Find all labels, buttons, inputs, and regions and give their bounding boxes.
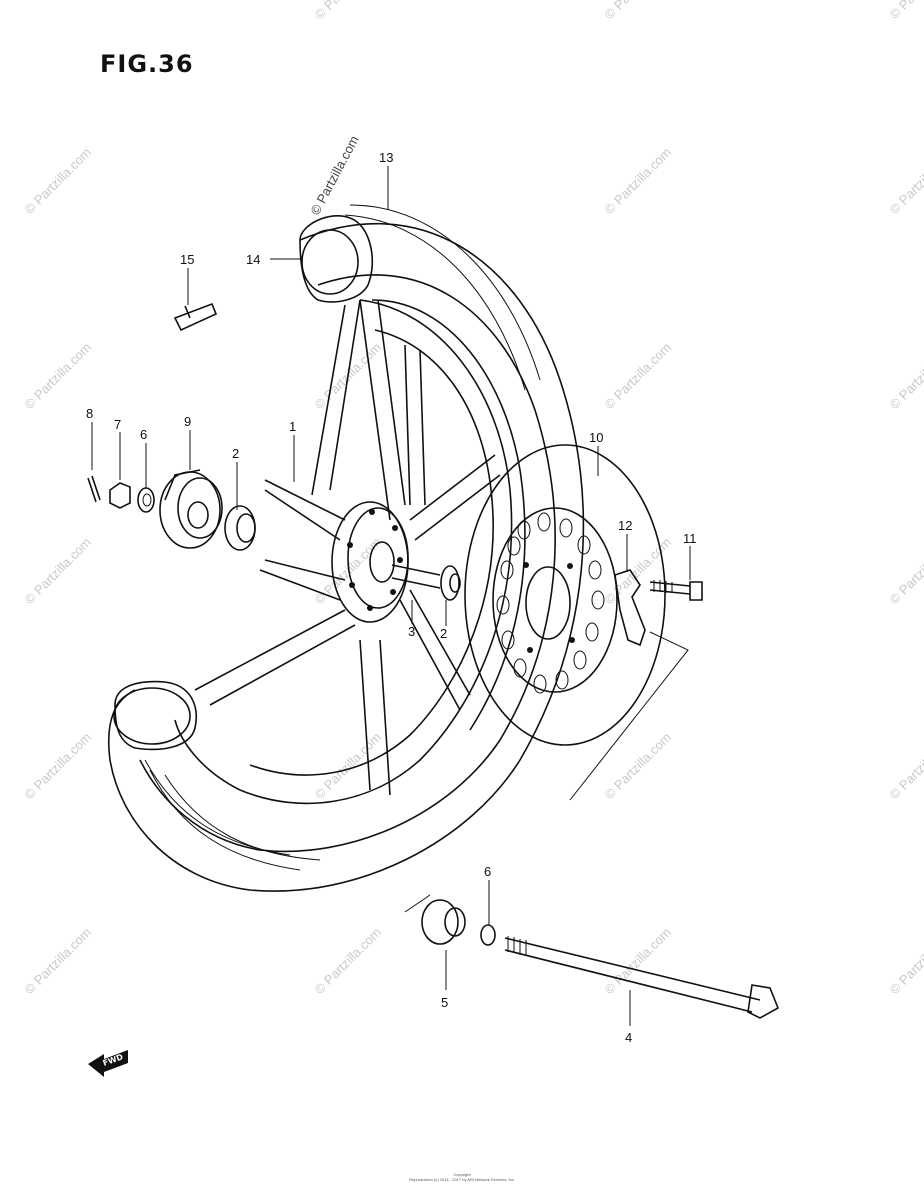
callout-15: 15 bbox=[180, 252, 194, 267]
watermark: © Partzilla.com bbox=[22, 925, 95, 998]
callout-9: 9 bbox=[184, 414, 191, 429]
callout-3: 3 bbox=[408, 624, 415, 639]
tire-cross-section-top bbox=[299, 215, 374, 303]
tire-cross-section-bottom bbox=[113, 680, 197, 751]
watermark: © Partzilla.com bbox=[887, 0, 924, 22]
lock-washer bbox=[614, 569, 646, 647]
callout-6: 6 bbox=[484, 864, 491, 879]
watermark: © Partzilla.com bbox=[887, 925, 924, 998]
callout-10: 10 bbox=[589, 430, 603, 445]
watermark: © Partzilla.com bbox=[602, 340, 675, 413]
axle-nut bbox=[109, 482, 131, 509]
watermark: © Partzilla.com bbox=[887, 340, 924, 413]
footer-line-2: Reproduction (c) 2014 - 2017 by ARI Netw… bbox=[409, 1177, 515, 1182]
watermark: © Partzilla.com bbox=[22, 340, 95, 413]
callout-2: 2 bbox=[232, 446, 239, 461]
watermark: © Partzilla.com bbox=[887, 535, 924, 608]
callout-1: 1 bbox=[289, 419, 296, 434]
callout-5: 5 bbox=[441, 995, 448, 1010]
bearing-right bbox=[440, 565, 461, 601]
callout-11: 11 bbox=[683, 531, 697, 546]
watermark: © Partzilla.com bbox=[22, 145, 95, 218]
spacer bbox=[421, 899, 466, 945]
forward-direction-arrow: FWD bbox=[88, 1050, 128, 1077]
watermark: © Partzilla.com bbox=[602, 925, 675, 998]
watermark: © Partzilla.com bbox=[312, 925, 385, 998]
spokes bbox=[194, 299, 501, 796]
cotter-pin bbox=[87, 475, 101, 503]
callout-12: 12 bbox=[618, 518, 632, 533]
hub bbox=[331, 501, 441, 623]
watermark: © Partzilla.com bbox=[602, 145, 675, 218]
balance-weight bbox=[173, 302, 218, 332]
callout-6: 6 bbox=[140, 427, 147, 442]
front-axle bbox=[504, 936, 780, 1019]
watermark: © Partzilla.com bbox=[887, 145, 924, 218]
watermark: © Partzilla.com bbox=[602, 0, 675, 22]
callout-8: 8 bbox=[86, 406, 93, 421]
callout-14: 14 bbox=[246, 252, 260, 267]
callout-13: 13 bbox=[379, 150, 393, 165]
watermark: © Partzilla.com bbox=[887, 730, 924, 803]
watermark: © Partzilla.com bbox=[22, 535, 95, 608]
callouts: 1 2 2 3 4 5 6 6 7 8 9 10 11 12 13 14 15 bbox=[86, 150, 697, 1045]
watermark: © Partzilla.com bbox=[22, 730, 95, 803]
callout-2: 2 bbox=[440, 626, 447, 641]
washer-left bbox=[137, 487, 155, 513]
watermark: © Partzilla.com bbox=[312, 730, 385, 803]
callout-7: 7 bbox=[114, 417, 121, 432]
explosion-lines bbox=[404, 631, 689, 913]
rim bbox=[174, 299, 513, 805]
footer-line-1: Copyright bbox=[453, 1172, 471, 1177]
speedometer-gearbox bbox=[159, 469, 223, 549]
figure-title: FIG.36 bbox=[100, 50, 194, 78]
leader-lines bbox=[91, 166, 691, 1026]
copyright-footer: Copyright Reproduction (c) 2014 - 2017 b… bbox=[409, 1172, 515, 1182]
tire bbox=[107, 204, 585, 892]
watermark: © Partzilla.com bbox=[602, 730, 675, 803]
fwd-arrow-icon bbox=[88, 1050, 128, 1077]
disc-bolt bbox=[649, 580, 703, 601]
washer-lower bbox=[480, 924, 496, 946]
callout-4: 4 bbox=[625, 1030, 632, 1045]
watermark: © Partzilla.com bbox=[312, 0, 385, 22]
bearing-left bbox=[224, 505, 256, 551]
brake-disc bbox=[464, 444, 666, 746]
